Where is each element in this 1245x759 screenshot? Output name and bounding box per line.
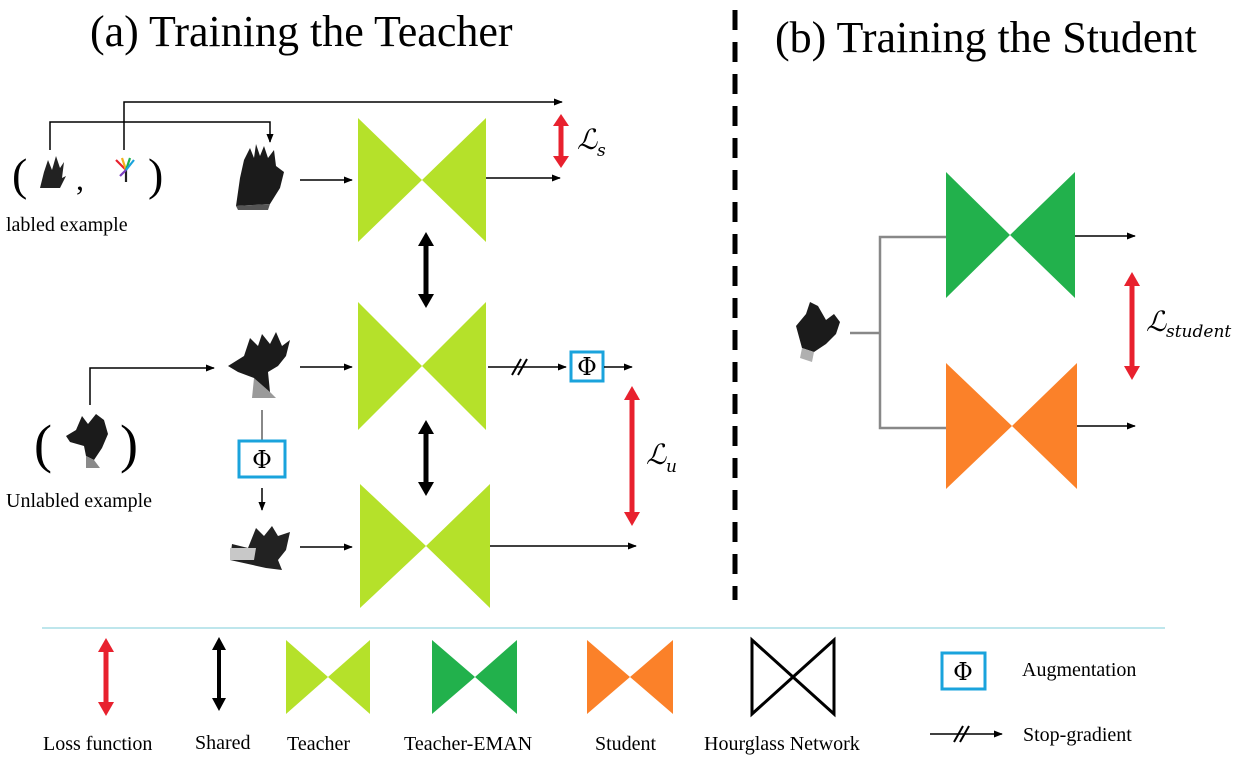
augmentation-symbol-input: Φ xyxy=(252,446,272,474)
legend-augmentation: Φ Augmentation xyxy=(940,651,1136,691)
legend-shared-label: Shared xyxy=(195,732,251,754)
legend-loss-function-label: Loss function xyxy=(43,733,152,755)
svg-text:(: ( xyxy=(12,149,27,200)
legend-loss-function: Loss function xyxy=(43,638,152,755)
legend-teacher-label: Teacher xyxy=(287,733,350,755)
augmentation-box-teacher-output xyxy=(569,350,605,383)
unlabeled-connector xyxy=(89,364,215,405)
legend-teacher-eman-label: Teacher-EMAN xyxy=(404,733,532,755)
teacher-network-top-right xyxy=(422,118,486,242)
unsupervised-loss-symbol: ℒ xyxy=(646,438,667,471)
labeled-image-connector xyxy=(49,121,274,150)
teacher-eman-network-left xyxy=(946,172,1010,298)
hand-skeleton-label xyxy=(115,157,135,182)
svg-text:): ) xyxy=(120,414,138,474)
teacher-network-middle-right xyxy=(422,302,486,430)
labeled-hand-image-small xyxy=(40,156,66,188)
augmentation-box-input xyxy=(237,439,287,479)
unlabeled-hand-image xyxy=(228,332,290,398)
unsupervised-loss-subscript: u xyxy=(666,457,677,477)
student-loss-arrow xyxy=(1124,272,1140,380)
label-to-loss-connector xyxy=(123,98,563,150)
student-loss-subscript: student xyxy=(1166,322,1231,342)
legend-stop-gradient: Stop-gradient xyxy=(930,724,1132,746)
labeled-example-label: labled example xyxy=(6,214,128,236)
shared-arrow-top xyxy=(418,232,434,308)
teacher-panel-title: (a) Training the Teacher xyxy=(90,7,513,56)
teacher-eman-network-right xyxy=(1010,172,1075,298)
svg-text:): ) xyxy=(148,149,163,200)
teacher-network-bottom-left xyxy=(360,484,426,608)
student-network-right xyxy=(1012,363,1077,489)
legend-student-label: Student xyxy=(595,733,657,755)
unlabeled-hand-image-small xyxy=(66,414,108,468)
student-branch-connector xyxy=(878,235,946,430)
legend-shared: Shared xyxy=(195,637,251,754)
student-panel-title: (b) Training the Student xyxy=(775,13,1197,62)
teacher-network-bottom-right xyxy=(426,484,490,608)
augmented-hand-image xyxy=(230,526,290,570)
supervised-loss-symbol: ℒ xyxy=(577,123,598,156)
student-network-left xyxy=(946,363,1012,489)
legend-teacher-eman: Teacher-EMAN xyxy=(404,640,532,755)
shared-arrow-bottom xyxy=(418,420,434,496)
unsupervised-loss-arrow xyxy=(624,386,640,526)
legend-teacher: Teacher xyxy=(286,640,370,755)
labeled-hand-image xyxy=(236,144,284,210)
augmentation-symbol-top: Φ xyxy=(577,353,597,381)
student-loss-symbol: ℒ xyxy=(1146,305,1167,338)
student-input-hand-image xyxy=(796,302,840,362)
legend-stop-gradient-label: Stop-gradient xyxy=(1023,724,1132,746)
legend-hourglass-network-label: Hourglass Network xyxy=(704,733,860,755)
supervised-loss-subscript: s xyxy=(597,141,606,161)
legend-augmentation-symbol: Φ xyxy=(953,658,973,686)
legend-hourglass-network: Hourglass Network xyxy=(704,636,860,755)
teacher-network-middle-left xyxy=(358,302,422,430)
unlabeled-example-label: Unlabled example xyxy=(6,490,152,512)
stop-gradient-marker xyxy=(511,358,528,376)
supervised-loss-arrow xyxy=(553,114,569,168)
svg-text:(: ( xyxy=(34,414,52,474)
comma: , xyxy=(76,161,84,197)
labeled-example: ( , ) labled example xyxy=(6,149,163,236)
legend-augmentation-label: Augmentation xyxy=(1022,659,1136,681)
legend-student: Student xyxy=(587,640,673,755)
unlabeled-example: ( ) Unlabled example xyxy=(6,414,152,512)
teacher-network-top-left xyxy=(358,118,422,242)
